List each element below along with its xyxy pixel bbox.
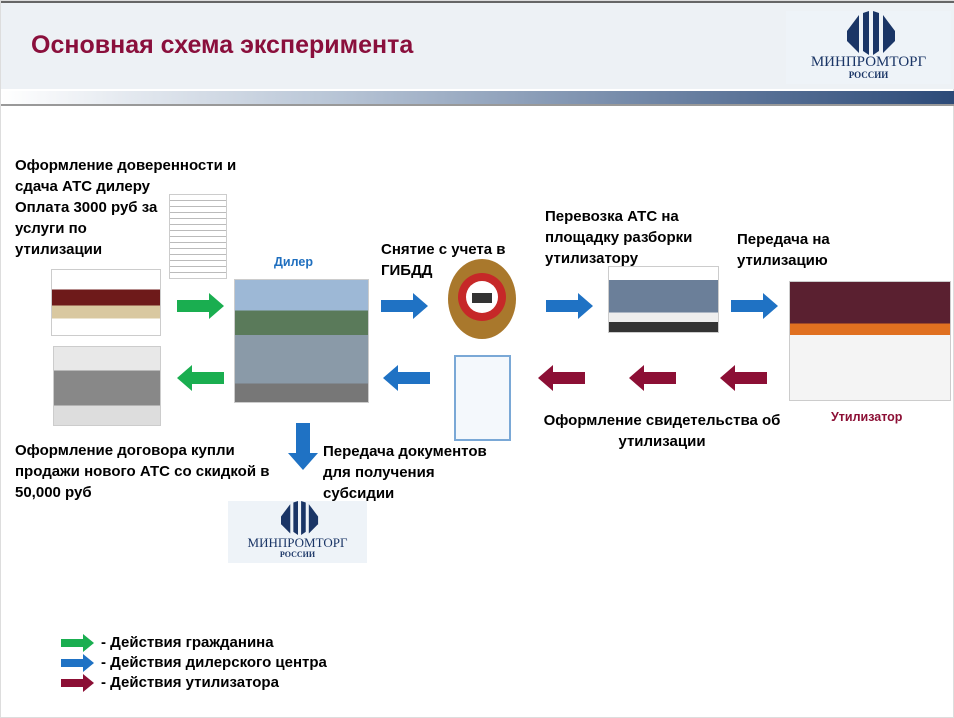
arrow-left-icon: [629, 365, 676, 391]
car-transporter-image: [608, 266, 719, 333]
arrow-right-icon: [381, 293, 428, 319]
minpromtorg-logo-bottom: МИНПРОМТОРГ РОССИИ: [228, 501, 367, 563]
arrow-right-icon: [731, 293, 778, 319]
certificate-image: [454, 355, 511, 441]
arrow-left-icon: [538, 365, 585, 391]
arrow-left-icon: [177, 365, 224, 391]
gibdd-emblem: [445, 253, 519, 341]
step-transport: Перевозка АТС на площадку разборки утили…: [545, 208, 693, 267]
document-image: [169, 194, 227, 279]
utilization-lift-image: [789, 281, 951, 401]
arrow-down-icon: [288, 423, 318, 470]
legend-item-dealer: - Действия дилерского центра: [61, 653, 327, 673]
new-car-image: [53, 346, 161, 426]
arrow-right-icon: [546, 293, 593, 319]
legend-item-utilizer: - Действия утилизатора: [61, 673, 327, 693]
step-subsidy-docs: Передача документов для получения субсид…: [323, 443, 487, 502]
legend: - Действия гражданина - Действия дилерск…: [61, 633, 327, 693]
step-power-of-attorney: Оформление доверенности и сдача АТС диле…: [15, 155, 260, 286]
dealer-building-image: [234, 279, 369, 403]
header-gradient-bar: [1, 91, 954, 104]
step-certificate: Оформление свидетельства об утилизации: [543, 412, 781, 450]
step-power-of-attorney-text: Оформление доверенности и сдача АТС диле…: [15, 157, 237, 258]
arrow-right-icon: [177, 293, 224, 319]
step-deregistration: Снятие с учета в ГИБДД: [381, 241, 506, 279]
step-handover: Передача на утилизацию: [737, 231, 830, 269]
arrow-right-icon: [61, 674, 94, 692]
step-new-car-contract: Оформление договора купли продажи нового…: [15, 442, 270, 501]
dealer-label: Дилер: [274, 255, 313, 269]
minpromtorg-logo: МИНПРОМТОРГ РОССИИ: [786, 11, 951, 84]
old-car-image: [51, 269, 161, 336]
arrow-right-icon: [61, 654, 94, 672]
logo-emblem-icon: [280, 501, 318, 535]
page-title: Основная схема эксперимента: [31, 31, 414, 59]
arrow-left-icon: [720, 365, 767, 391]
arrow-left-icon: [383, 365, 430, 391]
utilizer-label: Утилизатор: [831, 410, 903, 424]
legend-item-citizen: - Действия гражданина: [61, 633, 327, 653]
logo-emblem-icon: [846, 11, 895, 55]
divider: [1, 104, 954, 106]
arrow-right-icon: [61, 634, 94, 652]
